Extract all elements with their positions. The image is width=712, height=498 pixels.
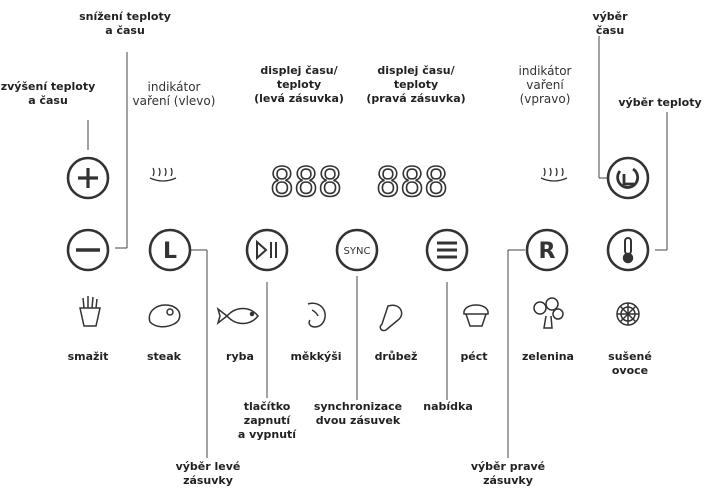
sync-button[interactable]: [335, 228, 379, 272]
callout-display-right: displej času/ teploty (pravá zásuvka): [366, 64, 466, 105]
sync-glyph: SYNC: [344, 246, 371, 257]
broccoli-icon[interactable]: [533, 297, 564, 329]
right-drawer-glyph: R: [539, 239, 556, 264]
right-time-temp-display: 888: [376, 160, 448, 206]
menu-button[interactable]: [425, 228, 469, 272]
muffin-icon[interactable]: [463, 304, 489, 327]
callout-increase: zvýšení teploty a času: [0, 80, 96, 107]
power-button[interactable]: [245, 228, 289, 272]
left-drawer-button[interactable]: [148, 228, 192, 272]
callout-power: tlačítko zapnutí a vypnutí: [237, 400, 297, 441]
cooking-indicator-right-icon: [540, 167, 568, 182]
program-label-fish: ryba: [226, 350, 254, 363]
fish-icon[interactable]: [216, 306, 259, 326]
program-label-vegetables: zelenina: [522, 350, 574, 363]
program-label-dried-fruit: sušené ovoce: [608, 350, 652, 377]
callout-sync: synchronizace dvou zásuvek: [313, 400, 403, 427]
program-label-fry: smažit: [67, 350, 109, 363]
shrimp-icon[interactable]: [307, 302, 326, 328]
callout-left-drawer: výběr levé zásuvky: [175, 460, 241, 487]
callout-time-select: výběr času: [592, 10, 628, 37]
cooking-indicator-left-icon: [149, 167, 177, 182]
program-label-shellfish: měkkýši: [290, 350, 342, 363]
program-label-steak: steak: [146, 350, 181, 363]
minus-button[interactable]: [66, 228, 110, 272]
right-drawer-button[interactable]: [525, 228, 569, 272]
callout-menu: nabídka: [423, 400, 473, 413]
callout-indicator-right: indikátor vaření (vpravo): [518, 64, 572, 106]
steak-icon[interactable]: [148, 304, 181, 328]
plus-button[interactable]: [66, 156, 110, 200]
callout-right-drawer: výběr pravé zásuvky: [470, 460, 546, 487]
left-drawer-glyph: L: [163, 239, 177, 264]
callout-indicator-left: indikátor vaření (vlevo): [132, 80, 216, 108]
callout-decrease: snížení teploty a času: [79, 10, 171, 37]
dried-fruit-icon[interactable]: [616, 302, 640, 326]
callout-display-left: displej času/ teploty (levá zásuvka): [254, 64, 344, 105]
drumstick-icon[interactable]: [379, 304, 403, 332]
program-label-poultry: drůbež: [374, 350, 418, 363]
callout-temp-select: výběr teploty: [618, 96, 702, 109]
fries-icon[interactable]: [79, 296, 101, 327]
left-time-temp-display: 888: [270, 160, 342, 206]
temp-select-button[interactable]: [606, 228, 650, 272]
time-select-button[interactable]: [606, 156, 650, 200]
program-label-bake: péct: [460, 350, 488, 363]
